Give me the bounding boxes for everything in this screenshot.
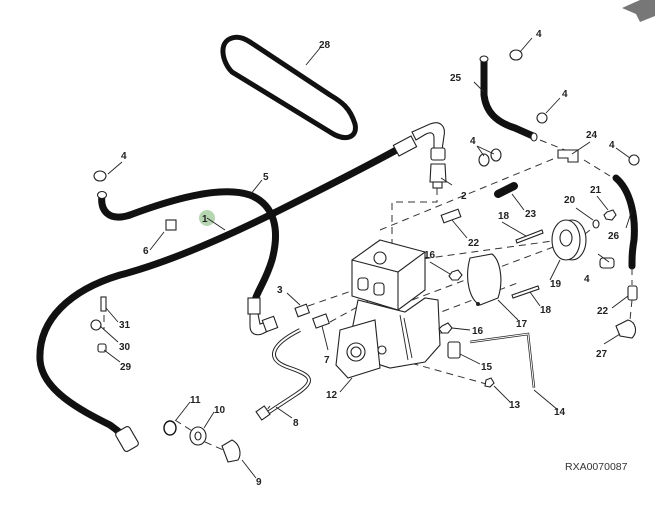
callout-4-f[interactable]: 4	[584, 274, 590, 285]
hose-25	[479, 55, 538, 142]
hose-1	[36, 122, 446, 452]
callout-31[interactable]: 31	[119, 320, 131, 331]
fittings	[90, 49, 640, 463]
callout-23[interactable]: 23	[525, 209, 537, 220]
callout-11[interactable]: 11	[190, 395, 201, 406]
callout-4-d[interactable]: 4	[470, 136, 476, 147]
callout-14[interactable]: 14	[554, 407, 566, 418]
callout-4-b[interactable]: 4	[536, 29, 542, 40]
callout-25[interactable]: 25	[450, 73, 462, 84]
callout-1[interactable]: 1	[202, 214, 208, 225]
callout-24[interactable]: 24	[586, 130, 598, 141]
callout-26[interactable]: 26	[608, 231, 620, 242]
air-compressor-12	[335, 239, 441, 379]
callout-16-a[interactable]: 16	[424, 250, 436, 261]
callout-6[interactable]: 6	[143, 246, 149, 257]
callout-7[interactable]: 7	[324, 355, 330, 366]
callout-4-e[interactable]: 4	[609, 140, 615, 151]
drive-belt-28	[220, 34, 358, 141]
callouts: 1 2 3 4 4 4 4 4 4 5 6 7 8 9 10 11 12 13 …	[119, 29, 620, 488]
callout-22-b[interactable]: 22	[597, 306, 609, 317]
pulley-19	[551, 219, 587, 261]
callout-30[interactable]: 30	[119, 342, 131, 353]
callout-13[interactable]: 13	[509, 400, 521, 411]
callout-3[interactable]: 3	[277, 285, 283, 296]
callout-16-b[interactable]: 16	[472, 326, 484, 337]
callout-4-c[interactable]: 4	[562, 89, 568, 100]
callout-4-a[interactable]: 4	[121, 151, 127, 162]
figure-id: RXA0070087	[565, 461, 628, 473]
callout-12[interactable]: 12	[326, 390, 338, 401]
callout-22-a[interactable]: 22	[468, 238, 480, 249]
callout-18-b[interactable]: 18	[540, 305, 552, 316]
hose-23	[494, 182, 518, 198]
callout-15[interactable]: 15	[481, 362, 493, 373]
callout-8[interactable]: 8	[293, 418, 299, 429]
callout-27[interactable]: 27	[596, 349, 608, 360]
callout-19[interactable]: 19	[550, 279, 562, 290]
callout-21[interactable]: 21	[590, 185, 602, 196]
leader-lines	[99, 37, 633, 479]
callout-5[interactable]: 5	[263, 172, 269, 183]
callout-29[interactable]: 29	[120, 362, 132, 373]
callout-9[interactable]: 9	[256, 477, 262, 488]
callout-28[interactable]: 28	[319, 40, 331, 51]
hose-26	[612, 174, 638, 270]
callout-2[interactable]: 2	[461, 191, 467, 202]
hose-5	[96, 188, 279, 336]
callout-18-a[interactable]: 18	[498, 211, 510, 222]
callout-20[interactable]: 20	[564, 195, 576, 206]
corner-arrow-icon[interactable]	[622, 0, 655, 22]
gasket-17	[467, 253, 502, 306]
callout-10[interactable]: 10	[214, 405, 226, 416]
callout-17[interactable]: 17	[516, 319, 528, 330]
